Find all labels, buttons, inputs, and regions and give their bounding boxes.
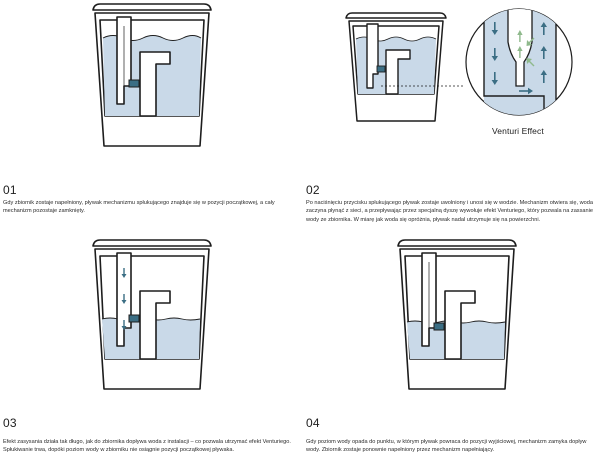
venturi-detail bbox=[465, 8, 573, 116]
step-01-description: Gdy zbiornik zostaje napełniony, pływak … bbox=[3, 200, 275, 215]
up-arrow-icon bbox=[540, 22, 547, 83]
tank-lid bbox=[92, 3, 212, 11]
step-03-description: Efekt zasysania działa tak długo, jak do… bbox=[3, 439, 291, 454]
tank-lid bbox=[397, 239, 517, 247]
right-arrow-icon bbox=[519, 87, 533, 95]
tank-lid bbox=[345, 12, 447, 19]
step-02-number: 02 bbox=[306, 183, 320, 197]
step-02-description: Po naciśnięciu przycisku spłukującego pł… bbox=[306, 200, 593, 223]
step-04-description: Gdy poziom wody opada do punktu, w który… bbox=[306, 439, 587, 454]
outlet-block bbox=[139, 51, 171, 117]
outlet-block bbox=[139, 290, 171, 360]
down-arrow-icon bbox=[491, 22, 498, 85]
step-01-illustration bbox=[92, 3, 212, 147]
step-03-number: 03 bbox=[3, 416, 17, 430]
down-arrow-icon bbox=[121, 268, 127, 330]
float bbox=[376, 65, 386, 73]
flush-pipe bbox=[366, 23, 379, 89]
outlet-block bbox=[444, 290, 476, 360]
tank-lid bbox=[92, 239, 212, 247]
step-02-illustration bbox=[345, 12, 465, 122]
venturi-label: Venturi Effect bbox=[492, 126, 544, 136]
float bbox=[128, 314, 140, 323]
step-04-illustration bbox=[397, 239, 517, 390]
step-03-illustration bbox=[92, 239, 212, 390]
float bbox=[433, 322, 445, 331]
step-04-number: 04 bbox=[306, 416, 320, 430]
outlet-block bbox=[385, 49, 411, 95]
float bbox=[128, 79, 140, 88]
step-01-number: 01 bbox=[3, 183, 17, 197]
